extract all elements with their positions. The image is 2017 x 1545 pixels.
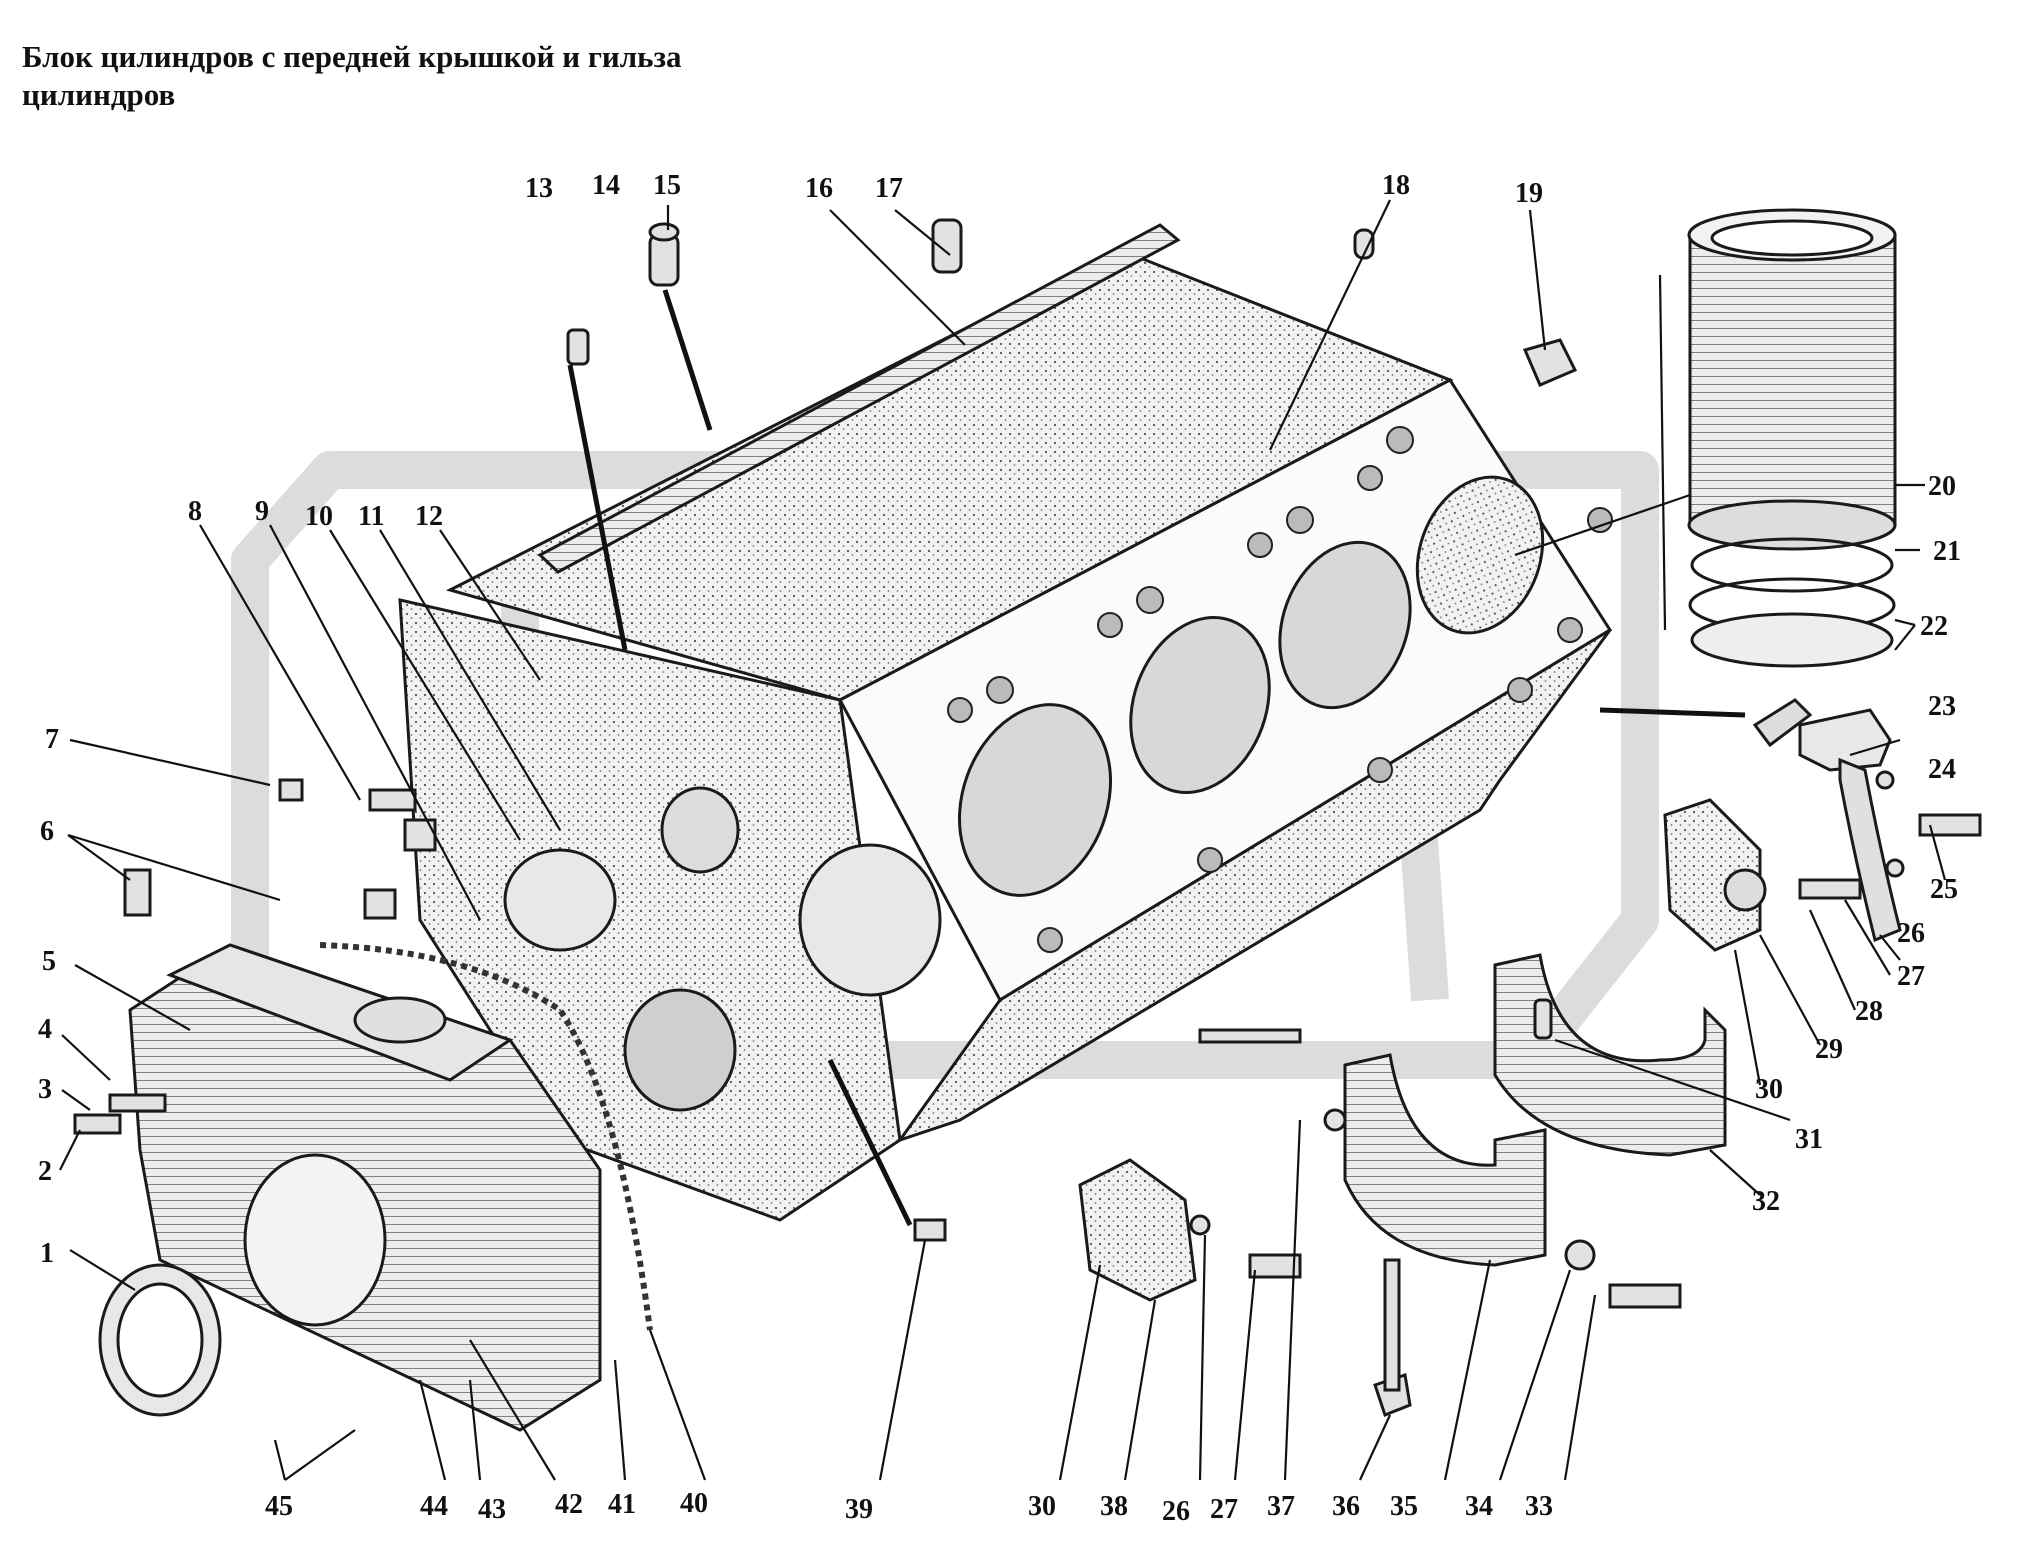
callout-20: 20 — [1928, 471, 1956, 502]
leader-lines — [59, 199, 1947, 1481]
callout-36: 36 — [1332, 1491, 1360, 1522]
liner-ring-22b — [1690, 612, 1894, 668]
liner-ring-21 — [1690, 537, 1894, 593]
callout-23: 23 — [1928, 691, 1956, 722]
callout-13: 13 — [525, 173, 553, 204]
flange-23 — [1752, 698, 1813, 748]
callout-41: 41 — [608, 1489, 636, 1520]
callout-22: 22 — [1920, 611, 1948, 642]
diagram-title: Блок цилиндров с передней крышкой и гиль… — [22, 39, 682, 112]
callout-3: 3 — [38, 1074, 52, 1105]
callout-9: 9 — [255, 496, 269, 527]
callout-40: 40 — [680, 1488, 708, 1519]
callout-30-bottom: 30 — [1028, 1491, 1056, 1522]
callout-15: 15 — [653, 170, 681, 201]
front-cover — [128, 943, 602, 1432]
callout-32: 32 — [1752, 1186, 1780, 1217]
callout-30-right: 30 — [1755, 1074, 1783, 1105]
callout-33: 33 — [1525, 1491, 1553, 1522]
callout-39: 39 — [845, 1494, 873, 1525]
callout-4: 4 — [38, 1014, 52, 1045]
bracket-24 — [1798, 708, 1892, 772]
callout-37: 37 — [1267, 1491, 1295, 1522]
cylinder-block — [398, 223, 1613, 1222]
callout-8: 8 — [188, 496, 202, 527]
callout-24: 24 — [1928, 754, 1956, 785]
callout-26-right: 26 — [1897, 918, 1925, 949]
callout-18: 18 — [1382, 170, 1410, 201]
callout-45: 45 — [265, 1491, 293, 1522]
callouts: 1 2 3 4 5 6 7 8 9 10 11 12 13 14 15 16 1… — [38, 170, 1961, 1527]
callout-1: 1 — [40, 1238, 54, 1269]
callout-6: 6 — [40, 816, 54, 847]
callout-31: 31 — [1795, 1124, 1823, 1155]
callout-21: 21 — [1933, 536, 1961, 567]
flange-gasket-lower — [1078, 1158, 1197, 1302]
callout-7: 7 — [45, 724, 59, 755]
callout-28: 28 — [1855, 996, 1883, 1027]
callout-29: 29 — [1815, 1034, 1843, 1065]
callout-11: 11 — [358, 501, 384, 532]
callout-16: 16 — [805, 173, 833, 204]
callout-26-bottom: 26 — [1162, 1496, 1190, 1527]
callout-5: 5 — [42, 946, 56, 977]
callout-44: 44 — [420, 1491, 448, 1522]
callout-10: 10 — [305, 501, 333, 532]
callout-38: 38 — [1100, 1491, 1128, 1522]
callout-19: 19 — [1515, 178, 1543, 209]
callout-35: 35 — [1390, 1491, 1418, 1522]
callout-17: 17 — [875, 173, 903, 204]
callout-42: 42 — [555, 1489, 583, 1520]
callout-43: 43 — [478, 1494, 506, 1525]
cover-gasket — [319, 942, 653, 1331]
hose-26 — [1838, 757, 1902, 943]
flange-gasket-right — [1663, 798, 1762, 952]
callout-27-right: 27 — [1897, 961, 1925, 992]
callout-12: 12 — [415, 501, 443, 532]
cylinder-liner — [1687, 208, 1897, 551]
callout-14: 14 — [592, 170, 620, 201]
callout-2: 2 — [38, 1156, 52, 1187]
callout-34: 34 — [1465, 1491, 1493, 1522]
callout-27-bottom: 27 — [1210, 1494, 1238, 1525]
bearing-cap-35 — [1343, 1053, 1547, 1267]
callout-25: 25 — [1930, 874, 1958, 905]
cylinder-bores — [957, 475, 1545, 897]
